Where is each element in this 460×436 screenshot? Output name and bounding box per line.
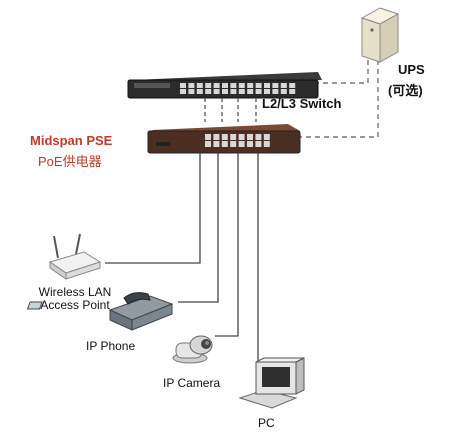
switch-port [238,83,245,88]
switch-port [180,89,186,94]
switch-port [238,89,245,94]
network-switch-icon [127,72,322,99]
switch-port [196,83,203,88]
ip-phone-label: IP Phone [86,339,136,353]
ups-optional-label: (可选) [388,83,423,98]
pse-port [213,134,220,140]
pse-port [255,141,262,147]
pse-port [205,141,211,147]
wireless-access-point-icon [48,233,102,280]
switch-port [264,89,270,94]
pse-port [221,141,228,147]
switch-port [255,89,262,94]
switch-port [180,83,186,88]
switch-port [289,83,296,88]
switch-label: L2/L3 Switch [262,96,342,111]
pse-port [263,141,270,147]
switch-port-row [180,83,296,94]
switch-port [213,89,220,94]
wlan-label-line1: Wireless LAN [38,285,112,299]
pc-label: PC [258,416,275,430]
switch-port [247,83,254,88]
pse-port [247,134,253,140]
pse-port [230,134,237,140]
switch-port [272,83,279,88]
switch-port [222,83,228,88]
pse-port [230,141,237,147]
pc-icon [238,357,305,409]
ip-phone-icon [26,292,174,331]
ups-label: UPS [398,62,425,77]
midspan-pse-label: Midspan PSE [30,133,113,148]
pse-port [205,134,211,140]
switch-port [280,89,287,94]
switch-port [272,89,279,94]
pse-port [238,141,245,147]
pse-port-row [205,134,270,147]
device-cables [105,153,259,362]
pse-port [213,141,220,147]
wlan-label-line2: Access Point [40,298,110,312]
switch-port [230,89,237,94]
switch-port [188,89,195,94]
pse-port [238,134,245,140]
ups-box-icon [360,7,400,63]
switch-port [213,83,220,88]
switch-port [196,89,203,94]
switch-port [264,83,270,88]
midspan-pse-icon [147,124,301,154]
poe-supplier-label: PoE供电器 [38,154,102,169]
switch-port [289,89,296,94]
switch-port [205,89,212,94]
pse-port [255,134,262,140]
switch-port [230,83,237,88]
switch-port [188,83,195,88]
switch-port [247,89,254,94]
pse-port [247,141,253,147]
switch-port [205,83,212,88]
ip-camera-label: IP Camera [163,376,221,390]
uplink-cables [204,98,257,122]
pse-port [263,134,270,140]
switch-port [280,83,287,88]
pse-port [221,134,228,140]
switch-port [222,89,228,94]
switch-port [255,83,262,88]
ip-camera-icon [172,335,213,364]
ups-dashed-links [300,60,379,138]
